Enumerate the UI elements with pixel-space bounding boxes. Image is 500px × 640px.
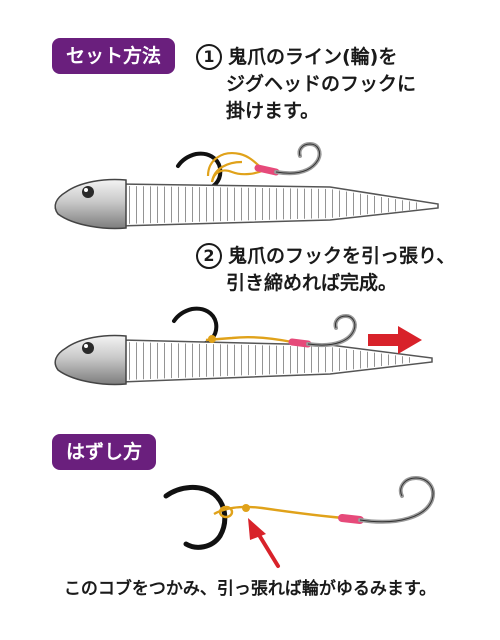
pink-tube-icon (254, 164, 280, 176)
trailer-hook-icon (306, 313, 357, 347)
step-1-number: 1 (196, 44, 222, 70)
line-knot-icon (213, 505, 345, 520)
jig-eye-icon (82, 186, 94, 198)
pull-arrow-icon (368, 326, 422, 354)
step-1-line-2: ジグヘッドのフックに (226, 73, 417, 95)
step-1-line-1: 鬼爪のライン(輪)を (228, 46, 398, 68)
jig-head-icon (54, 178, 127, 230)
step-1-line-3: 掛けます。 (226, 100, 320, 122)
trailer-hook-icon (274, 141, 322, 176)
remove-method-badge: はずし方 (52, 434, 157, 470)
pink-tube-icon (288, 338, 312, 348)
jig-hook-icon (122, 306, 219, 347)
figure-3 (163, 475, 435, 568)
jig-eye-icon (82, 342, 94, 354)
trailer-hook-icon (358, 475, 435, 524)
pink-tube-icon (338, 514, 364, 524)
removal-caption: このコブをつかみ、引っ張れば輪がゆるみます。 (63, 579, 437, 599)
figure-2 (54, 306, 433, 386)
step-2-text: 2 鬼爪のフックを引っ張り、 引き締めれば完成。 (196, 243, 455, 297)
jig-hook-icon (163, 485, 228, 550)
line-knot-icon (205, 336, 293, 344)
set-method-badge: セット方法 (52, 38, 176, 74)
step-2-number: 2 (196, 243, 222, 269)
step-1-text: 1 鬼爪のライン(輪)を ジグヘッドのフックに 掛けます。 (196, 44, 416, 125)
jig-head-icon (54, 334, 127, 386)
figure-1 (54, 141, 439, 230)
knot-bump-icon (242, 504, 250, 512)
step-2-line-1: 鬼爪のフックを引っ張り、 (228, 245, 456, 267)
step-2-line-2: 引き締めれば完成。 (226, 272, 398, 294)
